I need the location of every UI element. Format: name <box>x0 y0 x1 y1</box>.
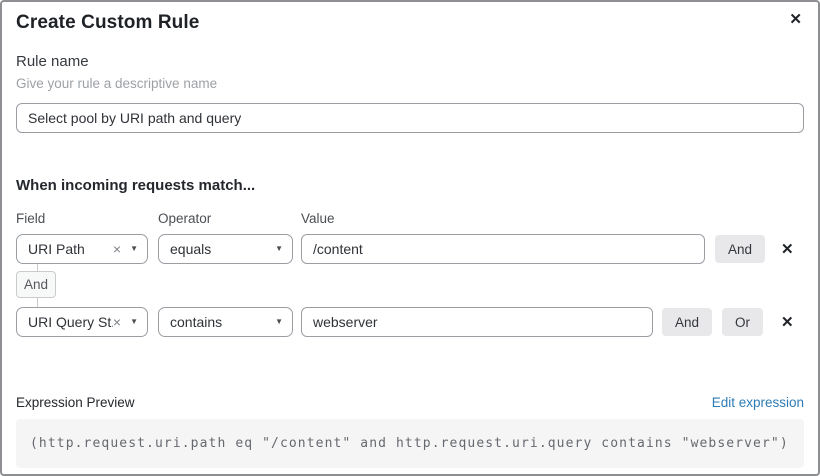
close-icon[interactable]: ✕ <box>789 11 802 28</box>
expression-preview-label: Expression Preview <box>16 395 135 410</box>
add-and-condition-button[interactable]: And <box>715 235 766 263</box>
field-select[interactable]: URI Query St... × ▼ <box>16 307 148 337</box>
match-heading: When incoming requests match... <box>16 177 256 194</box>
expression-code-block: (http.request.uri.path eq "/content" and… <box>16 419 804 468</box>
edit-expression-link[interactable]: Edit expression <box>711 395 804 410</box>
field-select-value: URI Path <box>28 241 85 257</box>
rule-name-section: Rule name Give your rule a descriptive n… <box>16 53 804 133</box>
field-select-value: URI Query St... <box>28 314 113 330</box>
operator-select-value: equals <box>170 241 212 257</box>
condition-row: URI Path × ▼ equals ▼ And ✕ <box>16 234 804 264</box>
field-column-label: Field <box>16 211 46 226</box>
chevron-down-icon: ▼ <box>275 317 283 326</box>
operator-select-value: contains <box>170 314 223 330</box>
and-connector-badge: And <box>16 271 56 298</box>
chevron-down-icon: ▼ <box>130 244 138 253</box>
value-input[interactable] <box>301 307 653 337</box>
add-and-condition-button[interactable]: And <box>662 308 713 336</box>
rule-name-input[interactable] <box>16 103 804 133</box>
value-column-label: Value <box>301 211 335 226</box>
rule-name-label: Rule name <box>16 53 89 70</box>
operator-select[interactable]: contains ▼ <box>158 307 293 337</box>
operator-select[interactable]: equals ▼ <box>158 234 293 264</box>
clear-icon[interactable]: × <box>112 314 122 330</box>
add-or-condition-button[interactable]: Or <box>722 308 764 336</box>
operator-column-label: Operator <box>158 211 212 226</box>
connector-line <box>37 264 38 271</box>
chevron-down-icon: ▼ <box>275 244 283 253</box>
clear-icon[interactable]: × <box>112 241 122 257</box>
condition-connector: And <box>16 264 804 307</box>
chevron-down-icon: ▼ <box>130 317 138 326</box>
expression-preview-header: Expression Preview Edit expression <box>16 395 804 410</box>
condition-column-labels: Field Operator Value <box>16 211 804 226</box>
field-select[interactable]: URI Path × ▼ <box>16 234 148 264</box>
condition-row: URI Query St... × ▼ contains ▼ And Or ✕ <box>16 307 804 337</box>
delete-condition-icon[interactable]: ✕ <box>781 240 794 258</box>
delete-condition-icon[interactable]: ✕ <box>781 313 794 331</box>
rule-name-helper: Give your rule a descriptive name <box>16 76 218 91</box>
dialog-title: Create Custom Rule <box>16 12 200 33</box>
connector-line <box>37 298 38 307</box>
value-input[interactable] <box>301 234 705 264</box>
